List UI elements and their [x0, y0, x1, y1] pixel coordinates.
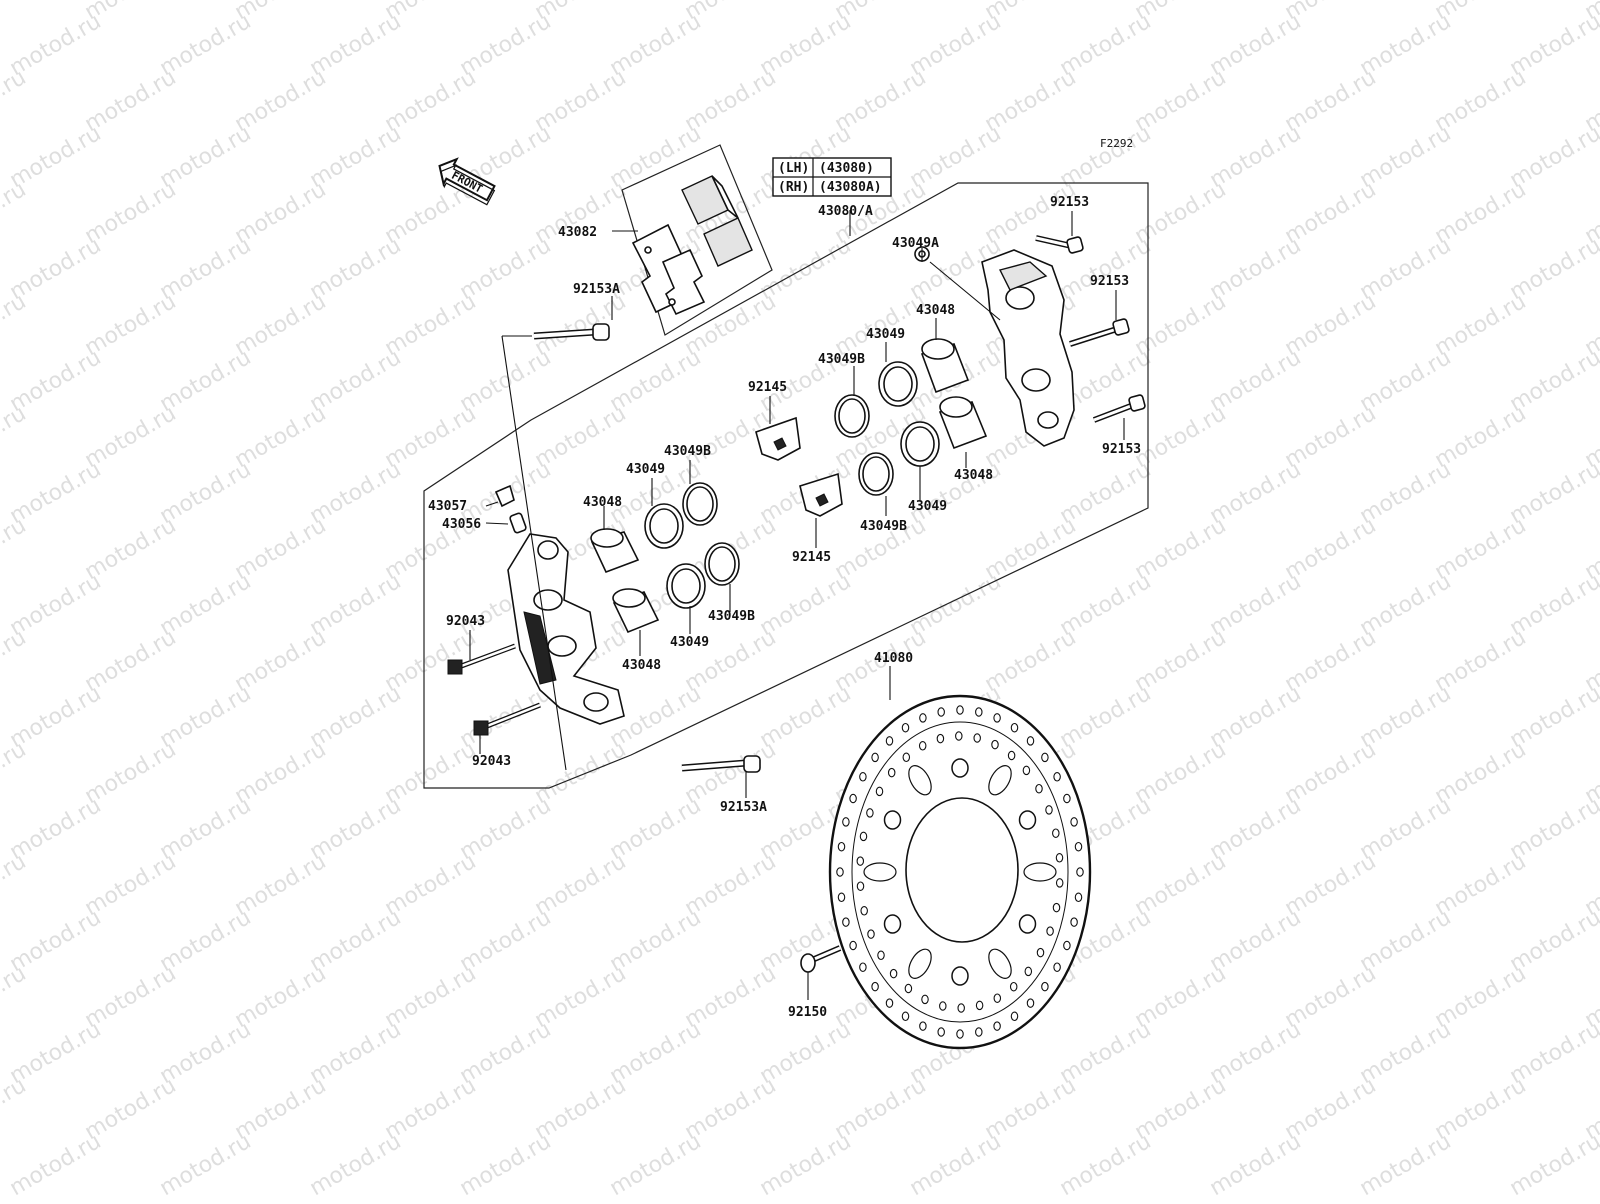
- label-43049b-l2: 43049B: [708, 609, 755, 624]
- label-43049b-r2: 43049B: [860, 519, 907, 534]
- watermark-text: motod.ru: [1206, 1129, 1306, 1200]
- disc-cutout: [1024, 863, 1056, 881]
- label-92153-3: 92153: [1102, 442, 1141, 457]
- table-side-rh: (RH): [778, 180, 809, 195]
- disc-button: [885, 811, 901, 829]
- label-92145-b: 92145: [792, 550, 831, 565]
- label-43049b-r1: 43049B: [818, 352, 865, 367]
- label-92153-1: 92153: [1050, 195, 1089, 210]
- disc-button: [885, 915, 901, 933]
- watermark-text: motod.ru: [1056, 1129, 1156, 1200]
- watermark-text: motod.ru: [906, 1129, 1006, 1200]
- label-92153-2: 92153: [1090, 274, 1129, 289]
- label-43049-r2: 43049: [908, 499, 947, 514]
- label-43048-r2: 43048: [954, 468, 993, 483]
- piston-left-upper: [591, 529, 638, 572]
- label-41080: 41080: [874, 651, 913, 666]
- brake-disc-41080: [830, 696, 1090, 1048]
- watermark-text: motod.ru: [1506, 1129, 1600, 1200]
- watermark-text: motod.ru: [306, 1129, 406, 1200]
- bolt-92153-2: [1070, 318, 1130, 344]
- bolt-92153-1: [1036, 236, 1084, 253]
- label-43057: 43057: [428, 499, 467, 514]
- label-43082: 43082: [558, 225, 597, 240]
- watermark-text: motod.ru: [6, 1129, 106, 1200]
- disc-button: [1020, 811, 1036, 829]
- label-43080a: 43080/A: [818, 204, 873, 219]
- label-43049b-l1: 43049B: [664, 444, 711, 459]
- disc-cutout: [864, 863, 896, 881]
- label-92153a-top: 92153A: [573, 282, 620, 297]
- label-43049a: 43049A: [892, 236, 939, 251]
- disc-button: [952, 967, 968, 985]
- table-part-lh: (43080): [819, 161, 874, 176]
- disc-button: [952, 759, 968, 777]
- label-43049-r1: 43049: [866, 327, 905, 342]
- disc-button: [1020, 915, 1036, 933]
- label-92043-a: 92043: [446, 614, 485, 629]
- watermark-text: motod.ru: [456, 1129, 556, 1200]
- table-side-lh: (LH): [778, 161, 809, 176]
- label-92153a-bottom: 92153A: [720, 800, 767, 815]
- piston-right-lower: [940, 397, 986, 448]
- label-92150: 92150: [788, 1005, 827, 1020]
- table-part-rh: (43080A): [819, 180, 882, 195]
- label-92145-a: 92145: [748, 380, 787, 395]
- label-43056: 43056: [442, 517, 481, 532]
- bleed-valve-43056: [509, 512, 526, 533]
- label-43049-l1: 43049: [626, 462, 665, 477]
- watermark-text: motod.ru: [0, 0, 30, 25]
- figure-code: F2292: [1100, 137, 1133, 150]
- label-92043-b: 92043: [472, 754, 511, 769]
- watermark-text: motod.ru: [156, 1129, 256, 1200]
- bolt-92153-3: [1094, 394, 1146, 420]
- label-43049-l2: 43049: [670, 635, 709, 650]
- watermark-text: motod.ru: [756, 1129, 856, 1200]
- label-43048-r1: 43048: [916, 303, 955, 318]
- watermark-text: motod.ru: [1356, 1129, 1456, 1200]
- label-43048-l2: 43048: [622, 658, 661, 673]
- watermark-text: motod.ru: [606, 1129, 706, 1200]
- label-43048-l1: 43048: [583, 495, 622, 510]
- variant-table: (LH) (43080) (RH) (43080A): [773, 158, 891, 196]
